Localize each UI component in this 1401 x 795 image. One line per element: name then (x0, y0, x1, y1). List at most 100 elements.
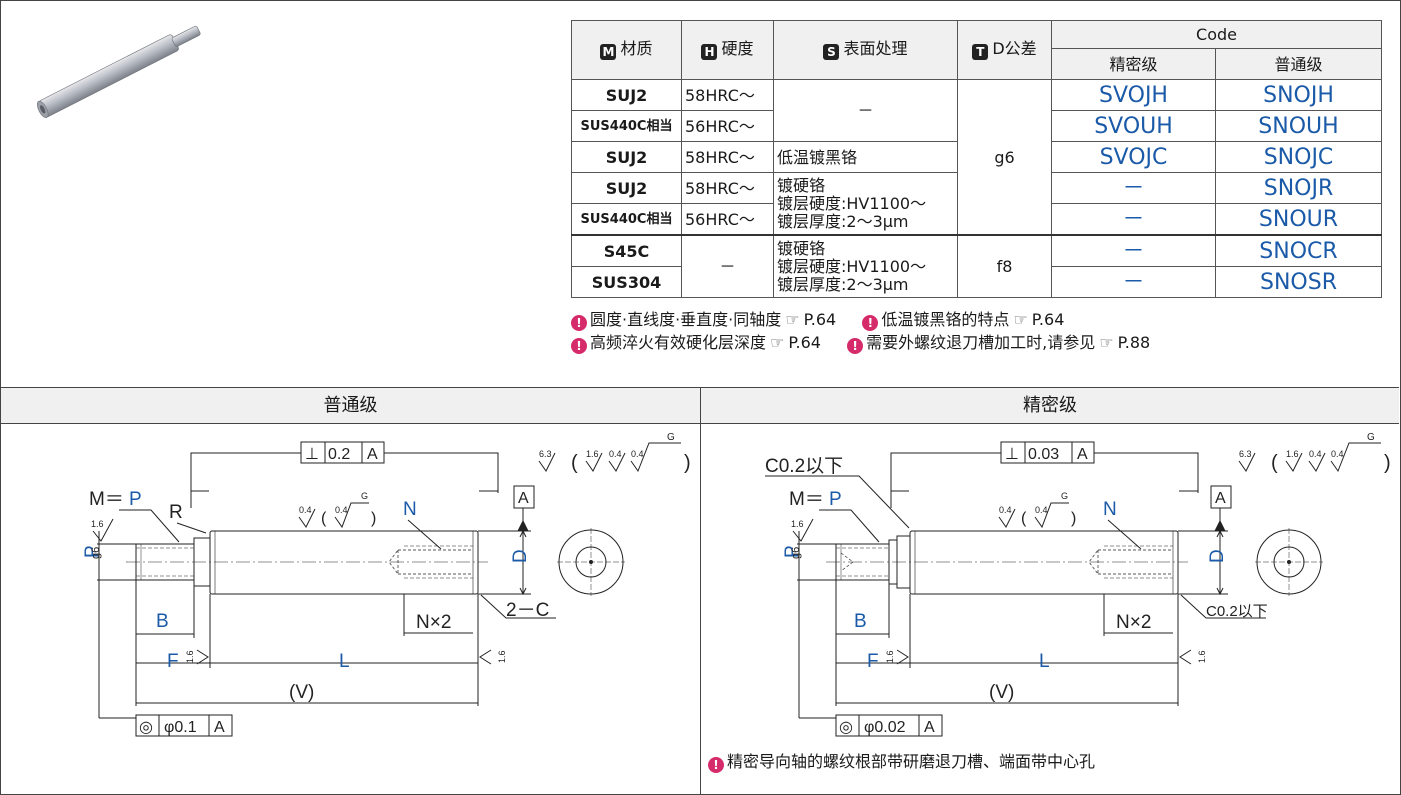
roughness-label: 0.4 (335, 505, 348, 515)
roughness-label: 1.6 (885, 650, 895, 663)
code-standard[interactable]: SNOJC (1215, 141, 1382, 173)
dim-f-label: F (167, 651, 179, 672)
row-surface-chrome: 镀硬铬 镀层硬度:HV1100～ 镀层厚度:2～3μm (773, 172, 958, 236)
drawing-precision: ⊥ 0.03 A C0.2以下 6.3 ( 1.6 0.4 0.4 G ) A … (765, 432, 1391, 737)
row-hardness: 56HRC～ (681, 110, 774, 142)
code-standard[interactable]: SNOUR (1215, 203, 1382, 236)
header-surface-label: 表面处理 (843, 38, 908, 58)
n-label: N (403, 499, 417, 520)
row-hardness: 58HRC～ (681, 172, 774, 204)
warning-icon: ! (847, 338, 864, 354)
warning-icon: ! (862, 315, 879, 331)
note-page-link[interactable]: P.64 (788, 333, 821, 352)
warning-icon: ! (708, 757, 724, 773)
surface-icon: S (823, 43, 840, 60)
warning-icon: ! (571, 338, 587, 354)
row-hardness: － (681, 234, 774, 298)
dim-v-label: (V) (989, 682, 1014, 703)
roughness-label: 1.6 (1286, 449, 1299, 459)
code-standard[interactable]: SNOJR (1215, 172, 1382, 204)
hardness-icon: H (701, 43, 718, 60)
thread-m-label: M＝ (789, 489, 824, 510)
header-standard: 普通级 (1215, 48, 1382, 80)
reference-icon: ☞ (770, 333, 785, 352)
code-precision[interactable]: SVOUH (1051, 110, 1216, 142)
roughness-label: 0.4 (1309, 449, 1322, 459)
roughness-label: 0.4 (609, 449, 622, 459)
code-precision: － (1051, 234, 1216, 267)
row-tolerance: f8 (957, 234, 1052, 298)
code-precision[interactable]: SVOJH (1051, 79, 1216, 111)
code-standard[interactable]: SNOCR (1215, 234, 1382, 267)
notes-block: !圆度·直线度·垂直度·同轴度☞P.64 !低温镀黑铬的特点☞P.64 !高频淬… (571, 308, 1150, 354)
nx2-label: N×2 (416, 612, 451, 633)
roughness-g: G (1367, 432, 1375, 443)
code-standard[interactable]: SNOUH (1215, 110, 1382, 142)
row-material: S45C (571, 234, 682, 267)
roughness-label: 0.4 (631, 449, 644, 459)
c02-label: C0.2以下 (765, 456, 843, 477)
note-page-link[interactable]: P.64 (803, 310, 837, 329)
chrome-line-3: 镀层厚度:2～3μm (777, 274, 909, 294)
header-tolerance-label: D公差 (992, 38, 1037, 58)
code-standard[interactable]: SNOJH (1215, 79, 1382, 111)
row-material: SUJ2 (571, 172, 682, 204)
thread-diameter-p-label: P (782, 545, 803, 558)
code-standard[interactable]: SNOSR (1215, 266, 1382, 298)
roughness-label: 1.6 (497, 650, 507, 663)
svg-text:(: ( (321, 510, 327, 527)
note-page-link[interactable]: P.88 (1117, 333, 1151, 352)
diameter-d-label: D (1207, 549, 1228, 563)
row-material: SUJ2 (571, 79, 682, 111)
dim-l-label: L (339, 651, 350, 672)
n-label: N (1103, 499, 1117, 520)
roughness-g: G (667, 432, 675, 443)
section-title-standard: 普通级 (1, 387, 700, 424)
roughness-label: 1.6 (1197, 650, 1207, 663)
svg-text:): ) (684, 452, 691, 474)
roughness-label: 1.6 (185, 650, 195, 663)
reference-icon: ☞ (785, 310, 800, 329)
roughness-g: G (1061, 491, 1068, 501)
roughness-label: 0.4 (1331, 449, 1344, 459)
dim-b-label: B (854, 611, 867, 632)
concentricity-value: φ0.1 (164, 719, 197, 736)
header-hardness-label: 硬度 (721, 38, 754, 58)
radius-label: R (169, 502, 183, 523)
perp-value: 0.2 (328, 446, 350, 463)
perp-value: 0.03 (1028, 446, 1059, 463)
tolerance-g6: g6 (790, 547, 802, 559)
section-divider (700, 387, 701, 794)
shaft-product-image (36, 25, 201, 118)
tolerance-icon: T (972, 43, 989, 60)
roughness-g: G (361, 491, 368, 501)
thread-diameter-p-label: P (82, 545, 103, 558)
roughness-label: 0.4 (999, 505, 1012, 515)
concentricity-value: φ0.02 (864, 719, 906, 736)
row-material: SUS440C相当 (571, 110, 682, 142)
note-text: 高频淬火有效硬化层深度 (590, 333, 767, 352)
svg-text:(: ( (571, 452, 578, 474)
code-precision: － (1051, 172, 1216, 204)
row-hardness: 56HRC～ (681, 203, 774, 236)
code-precision[interactable]: SVOJC (1051, 141, 1216, 173)
concentricity-icon: ◎ (139, 719, 153, 736)
dim-b-label: B (156, 611, 169, 632)
row-material: SUS304 (571, 266, 682, 298)
note-page-link[interactable]: P.64 (1031, 310, 1065, 329)
section-title-precision: 精密级 (701, 387, 1399, 424)
nx2-label: N×2 (1116, 612, 1151, 633)
svg-text:): ) (1384, 452, 1391, 474)
svg-text:): ) (1071, 510, 1076, 527)
note-text: 低温镀黑铬的特点 (881, 310, 1010, 329)
notes-line-2: !高频淬火有效硬化层深度☞P.64 !需要外螺纹退刀槽加工时,请参见☞P.88 (571, 331, 1150, 354)
precision-footnote-text: 精密导向轴的螺纹根部带研磨退刀槽、端面带中心孔 (727, 752, 1096, 771)
chrome-line-1: 镀硬铬 (777, 238, 826, 258)
dim-f-label: F (867, 651, 879, 672)
row-surface: － (773, 79, 958, 142)
thread-p-label: P (829, 489, 842, 510)
chamfer-label: C0.2以下 (1206, 603, 1268, 620)
